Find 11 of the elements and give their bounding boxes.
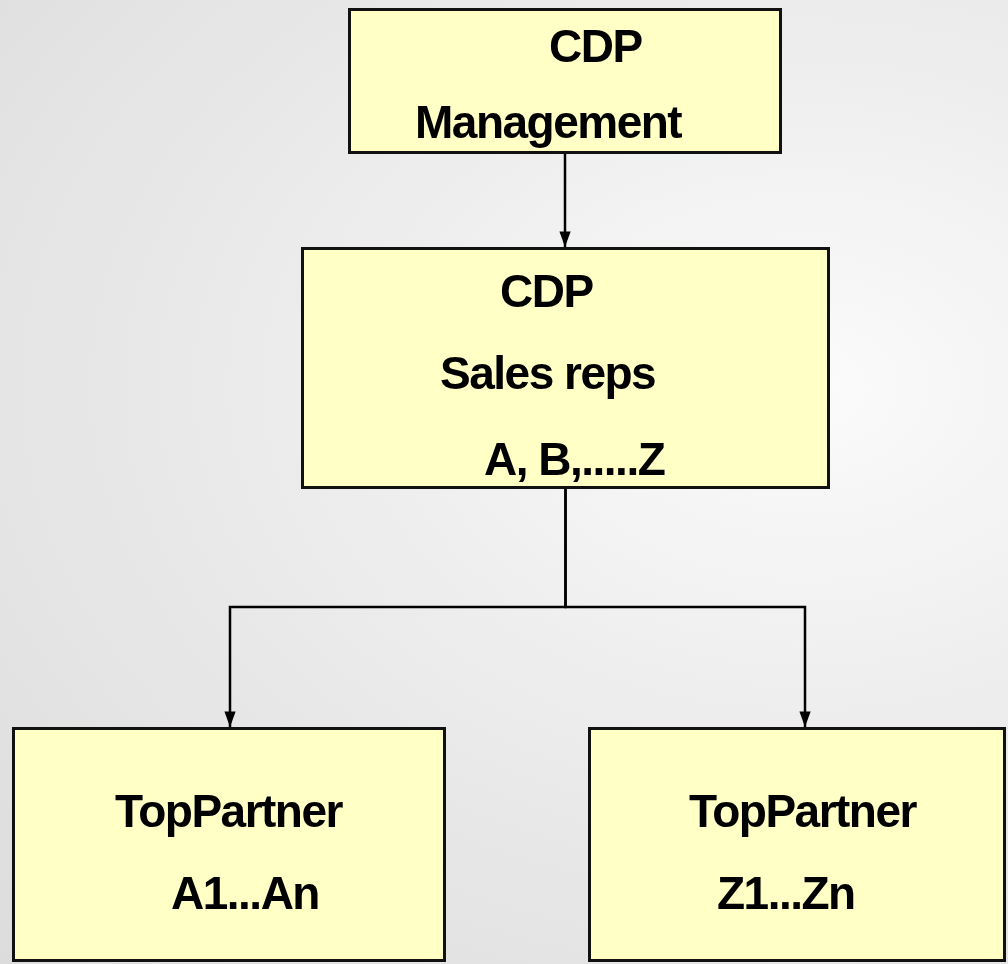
connector-arrow — [564, 488, 811, 727]
box-text: A, B,.....Z — [484, 436, 665, 482]
box-text: Z1...Zn — [717, 870, 855, 916]
org-box — [301, 247, 830, 489]
box-text: A1...An — [171, 870, 319, 916]
org-box — [348, 8, 782, 154]
box-title: CDP — [549, 23, 642, 69]
org-box — [588, 727, 1006, 962]
box-title: CDP — [500, 268, 593, 314]
connector-arrow — [559, 153, 571, 247]
org-box — [12, 727, 446, 962]
